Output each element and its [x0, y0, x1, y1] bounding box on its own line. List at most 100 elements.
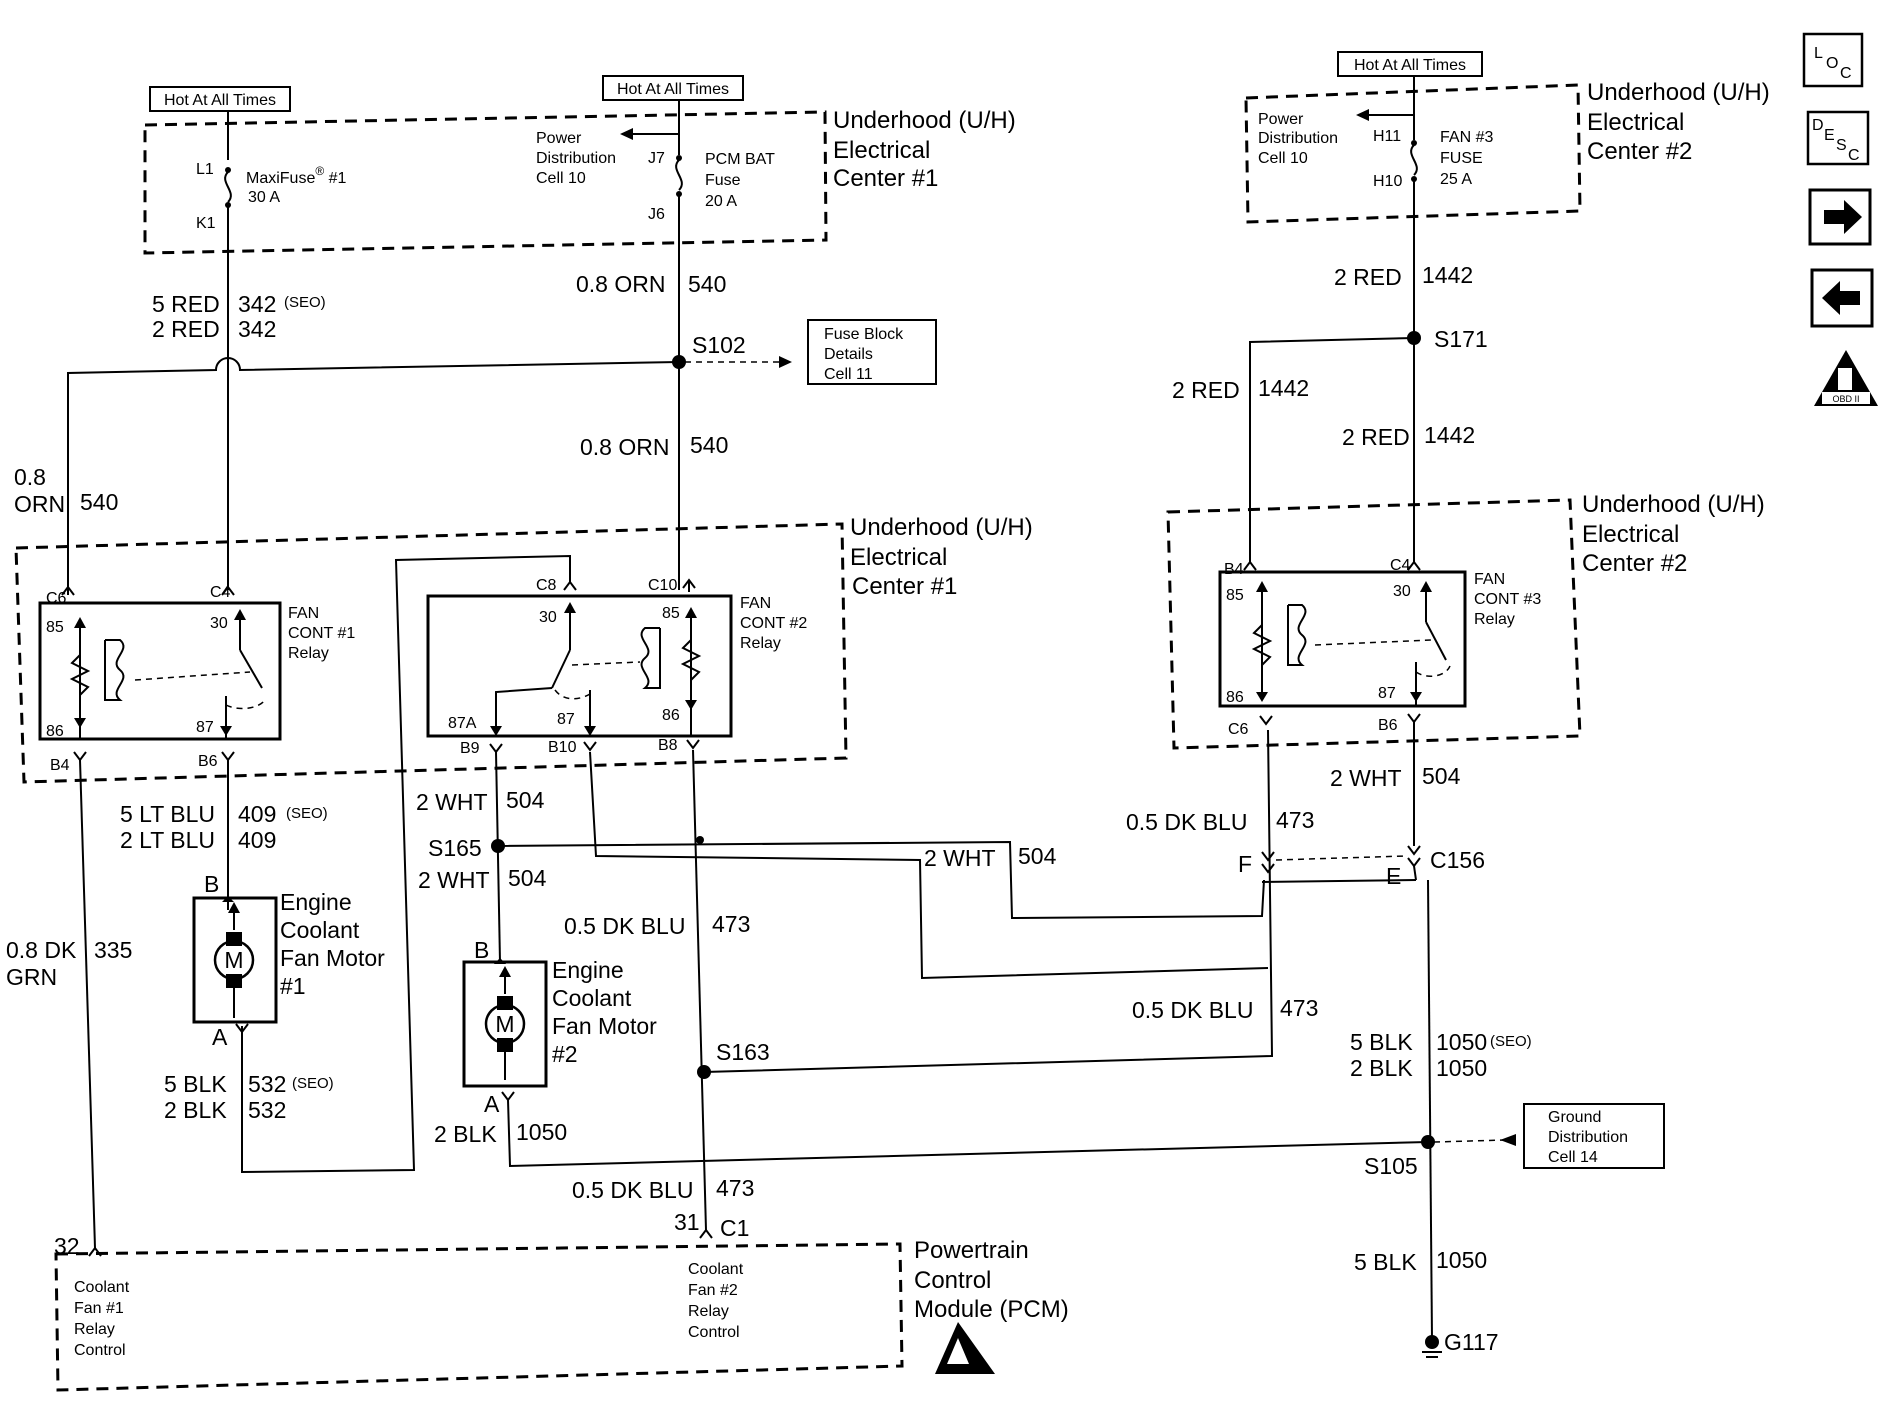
w532b-circuit: 532 — [248, 1097, 286, 1123]
fan-cont-2-relay: C8 C10 30 85 87A 87 86 FAN CONT #2 Relay… — [426, 577, 807, 757]
w409a-note: (SEO) — [286, 805, 328, 822]
r3-c6: C6 — [1228, 721, 1249, 738]
r3-c4: C4 — [1390, 557, 1411, 574]
pd1-label-2: Distribution — [536, 150, 616, 167]
wire-504-right — [497, 840, 1265, 920]
next-page-button[interactable] — [1808, 188, 1872, 246]
r2-p87: 87 — [557, 711, 575, 728]
uh2-relay-label-2: Electrical — [1582, 521, 1679, 548]
uh1-relay-label-3: Center #1 — [852, 573, 957, 600]
pcm-out2-2: Fan #2 — [688, 1282, 738, 1299]
m1-label-1: Engine — [280, 889, 352, 915]
c156-pin-e: E — [1386, 863, 1401, 889]
uh1-relay-label-2: Electrical — [850, 544, 947, 571]
r3-coil — [1287, 604, 1307, 666]
wire-1050-left — [507, 1099, 1429, 1168]
pcm-bat-fuse-element — [675, 159, 683, 191]
r3-label-2: CONT #3 — [1474, 591, 1541, 608]
m1-symbol: M — [224, 947, 243, 973]
w504b-gauge: 2 WHT — [418, 867, 490, 893]
pcm-out2-1: Coolant — [688, 1261, 744, 1278]
pcm-out1-2: Fan #1 — [74, 1300, 124, 1317]
w342a-note: (SEO) — [284, 294, 326, 311]
w1050a-circuit: 1050 — [516, 1119, 567, 1145]
r3-b6: B6 — [1378, 717, 1398, 734]
r1-b4: B4 — [50, 757, 70, 774]
engine-coolant-fan-motor-1: B M A Engine Coolant Fan Motor #1 — [192, 871, 385, 1050]
pcm-out1-4: Control — [74, 1342, 126, 1359]
pcm-out2-4: Control — [688, 1324, 740, 1341]
m2-bottom-pin: A — [484, 1091, 500, 1117]
pd2-label-1: Power — [1258, 111, 1304, 128]
w342b-gauge: 2 RED — [152, 316, 220, 342]
w1442c-gauge: 2 RED — [1342, 424, 1410, 450]
description-button[interactable]: D E S C — [1806, 110, 1870, 166]
w540b-circuit: 540 — [690, 432, 728, 458]
w1050d-gauge: 5 BLK — [1354, 1249, 1417, 1275]
w1442b-gauge: 2 RED — [1172, 377, 1240, 403]
r3-label-1: FAN — [1474, 571, 1505, 588]
ground-ref-2: Distribution — [1548, 1129, 1628, 1146]
r1-p30: 30 — [210, 615, 228, 632]
ground-ref-box[interactable] — [1523, 1103, 1665, 1169]
obd-ii-text: OBD II — [1832, 394, 1859, 404]
pcm-out2-3: Relay — [688, 1303, 729, 1320]
r3-p87: 87 — [1378, 685, 1396, 702]
m2-symbol: M — [495, 1011, 514, 1037]
r2-p85: 85 — [662, 605, 680, 622]
r3-p86: 86 — [1226, 689, 1244, 706]
loc-icon-l: L — [1814, 45, 1823, 62]
m2-label-1: Engine — [552, 957, 624, 983]
wire-473-cross — [589, 751, 1269, 980]
hot-tag-middle-text: Hot At All Times — [617, 81, 729, 98]
r2-label-3: Relay — [740, 635, 781, 652]
fuse-block-ref-box[interactable] — [807, 319, 937, 385]
hot-tag-left: Hot At All Times — [149, 86, 291, 112]
r1-label-1: FAN — [288, 605, 319, 622]
fan3-top-pin: H11 — [1373, 128, 1401, 145]
uh2-top-box — [1244, 83, 1582, 224]
r2-label-2: CONT #2 — [740, 615, 807, 632]
w342b-circuit: 342 — [238, 316, 276, 342]
fuse-block-ref-3: Cell 11 — [824, 366, 873, 383]
uh2-top-label-3: Center #2 — [1587, 138, 1692, 165]
wire-1442-branch — [1249, 337, 1415, 562]
wire-532-return — [241, 554, 571, 1174]
ground-g117 — [1425, 1335, 1439, 1349]
m2-label-4: #2 — [552, 1041, 578, 1067]
wire-1050-main — [1427, 879, 1433, 1341]
maxifuse-rating: 30 A — [248, 189, 280, 206]
hot-tag-left-text: Hot At All Times — [164, 92, 276, 109]
loc-icon-c: C — [1840, 65, 1852, 82]
w1050b-circuit: 1050 — [1436, 1029, 1487, 1055]
r3-resistor — [1251, 624, 1273, 666]
pcm-label-1: Powertrain — [914, 1237, 1029, 1264]
pcm-bat-fuse-label-2: Fuse — [705, 172, 741, 189]
r1-c6: C6 — [46, 590, 67, 607]
uh2-top-label-2: Electrical — [1587, 109, 1684, 136]
w504c-circuit: 504 — [1018, 843, 1057, 869]
w540c-gauge-1: 0.8 — [14, 464, 46, 490]
w335-circuit: 335 — [94, 937, 132, 963]
pcm-conn-c1: C1 — [720, 1215, 749, 1241]
w1050b-note: (SEO) — [1490, 1033, 1532, 1050]
c156-label: C156 — [1430, 847, 1485, 873]
fan3-fuse-label-3: 25 A — [1440, 171, 1472, 188]
wire-504-left — [495, 751, 501, 963]
location-button[interactable]: L O C — [1802, 32, 1864, 88]
m2-label-2: Coolant — [552, 985, 632, 1011]
r2-c8: C8 — [536, 577, 557, 594]
desc-icon-d: D — [1812, 117, 1824, 134]
w473a-gauge: 0.5 DK BLU — [564, 913, 685, 939]
m1-label-2: Coolant — [280, 917, 360, 943]
uh1-top-label-3: Center #1 — [833, 165, 938, 192]
pcm-label-3: Module (PCM) — [914, 1296, 1069, 1323]
w532b-gauge: 2 BLK — [164, 1097, 227, 1123]
r2-b10: B10 — [548, 739, 577, 756]
pd1-label-3: Cell 10 — [536, 170, 586, 187]
previous-page-button[interactable] — [1810, 268, 1874, 328]
r2-resistor — [680, 639, 702, 681]
w532a-circuit: 532 — [248, 1071, 286, 1097]
desc-icon-s: S — [1836, 137, 1847, 154]
w504a-gauge: 2 WHT — [416, 789, 488, 815]
